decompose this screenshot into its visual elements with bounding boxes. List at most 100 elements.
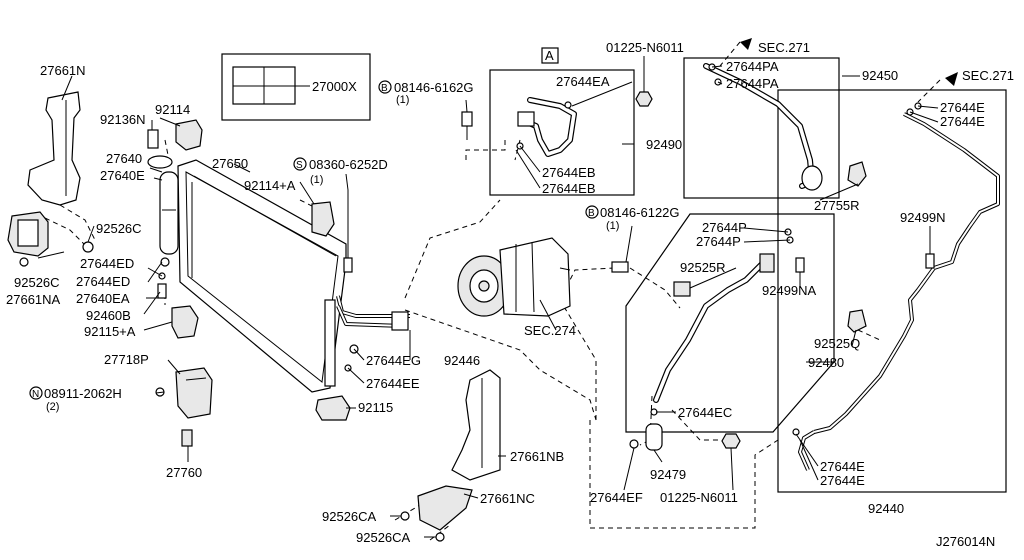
- label-27644PA-b: 27644PA: [726, 76, 779, 91]
- label-27661NA: 27661NA: [6, 292, 61, 307]
- label-92136N: 92136N: [100, 112, 146, 127]
- module-27718P: [175, 367, 213, 419]
- callout-tag-A-text: A: [545, 48, 554, 63]
- label-27644EB-b: 27644EB: [542, 181, 596, 196]
- fitting-92499NA: [795, 257, 805, 273]
- label-27661N: 27661N: [40, 63, 86, 78]
- label-92499NA: 92499NA: [762, 283, 817, 298]
- receiver-drier-27640E: [159, 171, 179, 255]
- label-27644E-a: 27644E: [940, 100, 985, 115]
- screw-08360-6252D: [343, 257, 353, 273]
- label-92446: 92446: [444, 353, 480, 368]
- label-92479: 92479: [650, 467, 686, 482]
- label-92114: 92114: [155, 102, 190, 117]
- label-27644EG: 27644EG: [366, 353, 421, 368]
- hose-bracket-92480: [759, 253, 775, 273]
- legend-box-27000X: [221, 53, 371, 121]
- label-27644ED-b: 27644ED: [76, 274, 130, 289]
- label-08146-6122G: 08146-6122G: [600, 205, 680, 220]
- label-08146-6162G-qty: (1): [396, 94, 409, 106]
- label-27640: 27640: [106, 151, 142, 166]
- label-92440: 92440: [868, 501, 904, 516]
- label-92525Q: 92525Q: [814, 336, 860, 351]
- label-08146-6122G-qty: (1): [606, 220, 619, 232]
- bolt-symbol-B-1: [378, 80, 392, 94]
- label-92114A-qty: (1): [310, 174, 323, 186]
- screw-92526C-a: [82, 241, 94, 253]
- label-92526C-a: 92526C: [96, 221, 142, 236]
- label-27661NB: 27661NB: [510, 449, 564, 464]
- label-08360-6252D: 08360-6252D: [309, 157, 388, 172]
- label-27644EB-a: 27644EB: [542, 165, 596, 180]
- label-08146-6162G: 08146-6162G: [394, 80, 474, 95]
- compressor-sec274: [457, 237, 571, 317]
- callout-tag-A: [541, 47, 559, 64]
- nut-symbol-N: [29, 386, 43, 400]
- label-92526C-b: 92526C: [14, 275, 60, 290]
- label-92526CA-a: 92526CA: [322, 509, 377, 524]
- nut-01225-N6011-bottom: [721, 433, 741, 449]
- screw-symbol-S-text: S: [296, 160, 303, 171]
- bolt-symbol-B-1-text: B: [381, 83, 388, 94]
- label-01225-N6011-top: 01225-N6011: [606, 40, 684, 55]
- sensor-27760: [181, 429, 193, 447]
- bolt-08146-6122G: [611, 261, 629, 273]
- callout-frame-A: [489, 69, 635, 196]
- label-27644P-b: 27644P: [696, 234, 741, 249]
- label-27000X: 27000X: [312, 79, 357, 94]
- screw-symbol-S: [293, 157, 307, 171]
- label-27644PA-a: 27644PA: [726, 59, 779, 74]
- bracket-92115: [315, 395, 351, 421]
- label-27755R: 27755R: [814, 198, 860, 213]
- clip-92525Q: [847, 309, 867, 333]
- pipe-fitting-92446: [391, 311, 409, 331]
- label-92499N: 92499N: [900, 210, 946, 225]
- label-92526CA-b: 92526CA: [356, 530, 411, 545]
- label-27718P: 27718P: [104, 352, 149, 367]
- bolt-symbol-B-2-text: B: [588, 208, 595, 219]
- label-27644E-d: 27644E: [820, 473, 865, 488]
- bolt-symbol-B-2: [585, 205, 599, 219]
- fitting-92499N: [925, 253, 935, 269]
- guard-27661NC: [417, 485, 473, 531]
- label-27644EA: 27644EA: [556, 74, 610, 89]
- bracket-92114A: [311, 201, 335, 237]
- label-27644E-c: 27644E: [820, 459, 865, 474]
- hose-frame-92480: [625, 213, 835, 433]
- label-01225-N6011-bottom: 01225-N6011: [660, 490, 738, 505]
- label-sec271-b: SEC.271: [962, 68, 1014, 83]
- valve-92136N: [147, 129, 159, 149]
- hose-fitting-92490: [517, 111, 535, 127]
- label-27760: 27760: [166, 465, 202, 480]
- label-sec274: SEC.274: [524, 323, 576, 338]
- hose-frame-92450: [683, 57, 840, 199]
- bracket-27661N: [27, 91, 81, 206]
- bolt-08146-6162G: [461, 111, 473, 127]
- label-27644P-a: 27644P: [702, 220, 747, 235]
- label-27640E: 27640E: [100, 168, 145, 183]
- arrow-sec271-b: [945, 72, 958, 86]
- bracket-92115A: [171, 305, 199, 339]
- screw-92526C-b: [19, 257, 29, 267]
- bracket-92114: [175, 119, 203, 151]
- label-92114A: 92114+A: [244, 178, 296, 193]
- label-92480: 92480: [808, 355, 844, 370]
- clip-92525R: [673, 281, 691, 297]
- label-08911-2062H-qty: (2): [46, 401, 59, 413]
- valve-92479: [645, 423, 663, 451]
- hose-end-92450: [801, 165, 823, 191]
- label-27644EF: 27644EF: [590, 490, 643, 505]
- label-27644EC: 27644EC: [678, 405, 732, 420]
- arrow-sec271-a: [740, 38, 752, 50]
- nut-symbol-N-text: N: [32, 389, 39, 400]
- label-92450: 92450: [862, 68, 898, 83]
- label-27661NC: 27661NC: [480, 491, 535, 506]
- condenser-27650: [177, 159, 347, 393]
- label-92115A: 92115+A: [84, 324, 136, 339]
- screw-92526CA-a: [400, 511, 410, 521]
- clamp-27640: [147, 155, 173, 169]
- pipe-frame-92440: [777, 89, 1007, 493]
- label-27644E-b: 27644E: [940, 114, 985, 129]
- label-27644EE: 27644EE: [366, 376, 420, 391]
